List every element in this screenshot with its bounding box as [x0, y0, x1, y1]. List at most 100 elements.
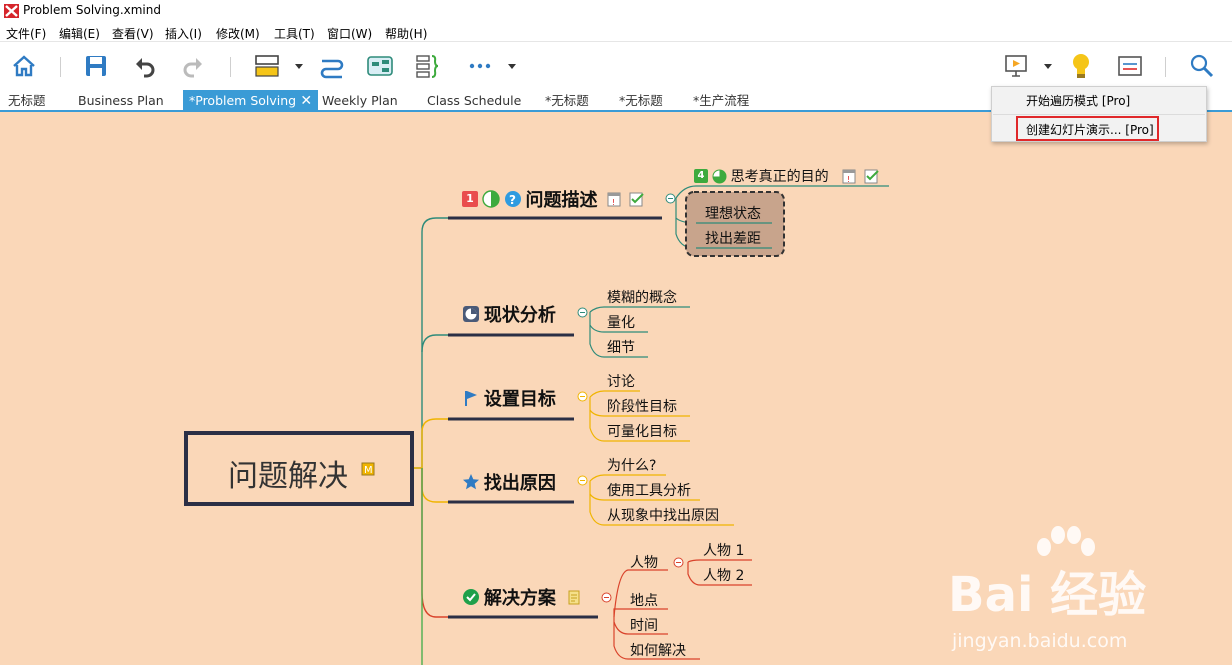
- checklist-icon: [864, 169, 880, 184]
- mindmap-canvas[interactable]: 问题解决 M 1 ? 问题描述 ! 4 思考真正的目的 ! 理想状态 找出差距 …: [0, 112, 1232, 665]
- collapse-icon[interactable]: [577, 391, 588, 402]
- subtopic-how-to-solve[interactable]: 如何解决: [630, 643, 686, 659]
- main-topic-set-goals[interactable]: 设置目标: [462, 385, 556, 411]
- collapse-icon[interactable]: [577, 307, 588, 318]
- progress-icon: [712, 169, 727, 183]
- subtopic-person-1[interactable]: 人物 1: [703, 543, 745, 559]
- collapse-icon[interactable]: [665, 193, 676, 204]
- chevron-down-icon[interactable]: [295, 62, 303, 70]
- menu-divider: [993, 114, 1205, 115]
- tab-label: *Problem Solving: [189, 93, 297, 108]
- task-icon: !: [842, 169, 856, 184]
- menu-item-start-traverse[interactable]: 开始遍历模式 [Pro]: [1026, 94, 1131, 108]
- subtopic-person-2[interactable]: 人物 2: [703, 568, 745, 584]
- tab-class-schedule[interactable]: Class Schedule: [427, 93, 522, 108]
- window-title: Problem Solving.xmind: [23, 3, 161, 17]
- mindmap-connectors: [414, 185, 889, 665]
- menu-edit[interactable]: 编辑(E): [59, 27, 100, 41]
- topic-label: 现状分析: [483, 305, 556, 326]
- title-bar: Problem Solving.xmind: [0, 0, 1232, 22]
- subtopic-quantify[interactable]: 量化: [607, 315, 635, 331]
- menu-bar: 文件(F) 编辑(E) 查看(V) 插入(I) 修改(M) 工具(T) 窗口(W…: [0, 22, 1232, 42]
- toolbar-separator: [1165, 57, 1166, 77]
- topic-label: 解决方案: [483, 588, 556, 609]
- chevron-down-icon[interactable]: [508, 62, 516, 70]
- checklist-icon: [629, 192, 644, 207]
- toolbar-separator: [60, 57, 61, 77]
- toolbar: [0, 43, 1232, 89]
- panel-icon[interactable]: [1115, 51, 1145, 81]
- svg-text:!: !: [612, 198, 615, 207]
- subtopic-people[interactable]: 人物: [630, 555, 658, 571]
- tab-bar: 无标题 Business Plan *Problem Solving ✕ Wee…: [0, 90, 1232, 112]
- boundary-icon[interactable]: [365, 51, 395, 81]
- menu-tools[interactable]: 工具(T): [274, 27, 315, 41]
- subtopic-details[interactable]: 细节: [607, 340, 635, 356]
- subtopic-place[interactable]: 地点: [630, 593, 658, 609]
- menu-insert[interactable]: 插入(I): [165, 27, 202, 41]
- presentation-icon[interactable]: [1001, 51, 1031, 81]
- collapse-icon[interactable]: [673, 557, 684, 568]
- collapse-icon[interactable]: [601, 592, 612, 603]
- home-icon[interactable]: [9, 51, 39, 81]
- check-circle-icon: [463, 589, 479, 605]
- svg-text:!: !: [847, 175, 850, 184]
- main-topic-solutions[interactable]: 解决方案: [462, 584, 580, 610]
- subtopic-discuss[interactable]: 讨论: [607, 374, 635, 390]
- chevron-down-icon[interactable]: [1044, 62, 1052, 70]
- root-topic[interactable]: 问题解决 M: [184, 431, 414, 506]
- redo-icon[interactable]: [178, 51, 208, 81]
- tab-production-flow[interactable]: *生产流程: [693, 93, 750, 108]
- root-topic-label: 问题解决: [228, 459, 348, 494]
- topic-style-icon[interactable]: [252, 51, 282, 81]
- xmind-logo-icon: [4, 4, 19, 18]
- subtopic-think-purpose[interactable]: 4 思考真正的目的 !: [694, 166, 880, 186]
- menu-view[interactable]: 查看(V): [112, 27, 154, 41]
- main-topic-current-analysis[interactable]: 现状分析: [462, 301, 556, 327]
- subtopic-find-root-cause[interactable]: 从现象中找出原因: [607, 508, 719, 524]
- search-icon[interactable]: [1187, 51, 1217, 81]
- subtopic-find-gap[interactable]: 找出差距: [705, 231, 761, 247]
- tab-business-plan[interactable]: Business Plan: [78, 93, 164, 108]
- menu-window[interactable]: 窗口(W): [327, 27, 373, 41]
- subtopic-time[interactable]: 时间: [630, 618, 658, 634]
- undo-icon[interactable]: [130, 51, 160, 81]
- note-marker-icon[interactable]: M: [361, 462, 375, 476]
- priority-4-icon: 4: [694, 169, 708, 183]
- more-icon[interactable]: [465, 51, 495, 81]
- topic-label: 设置目标: [483, 389, 556, 410]
- star-icon: [463, 474, 479, 490]
- subtopic-ideal-state[interactable]: 理想状态: [705, 206, 761, 222]
- save-icon[interactable]: [81, 51, 111, 81]
- menu-help[interactable]: 帮助(H): [385, 27, 428, 41]
- subtopic-measurable-goals[interactable]: 可量化目标: [607, 424, 677, 440]
- main-topic-problem-description[interactable]: 1 ? 问题描述 !: [462, 186, 645, 212]
- tab-untitled-2[interactable]: *无标题: [545, 93, 589, 108]
- toolbar-separator: [230, 57, 231, 77]
- svg-text:?: ?: [509, 193, 516, 207]
- summary-icon[interactable]: [413, 51, 443, 81]
- presentation-dropdown-menu: 开始遍历模式 [Pro] 创建幻灯片演示... [Pro]: [991, 86, 1207, 142]
- priority-1-icon: 1: [462, 191, 478, 207]
- subtopic-use-tools[interactable]: 使用工具分析: [607, 483, 691, 499]
- collapse-icon[interactable]: [577, 475, 588, 486]
- tab-weekly-plan[interactable]: Weekly Plan: [322, 93, 398, 108]
- subtopic-label: 思考真正的目的: [730, 169, 829, 185]
- menu-item-create-slideshow[interactable]: 创建幻灯片演示... [Pro]: [1026, 123, 1154, 137]
- task-icon: !: [607, 192, 621, 207]
- main-topic-find-causes[interactable]: 找出原因: [462, 469, 556, 495]
- menu-modify[interactable]: 修改(M): [216, 27, 260, 41]
- idea-icon[interactable]: [1066, 51, 1096, 81]
- flag-icon: [465, 391, 477, 406]
- menu-file[interactable]: 文件(F): [6, 27, 47, 41]
- progress-half-icon: [482, 190, 500, 208]
- close-icon[interactable]: ✕: [300, 93, 313, 109]
- subtopic-vague-concept[interactable]: 模糊的概念: [607, 290, 677, 306]
- subtopic-phase-goals[interactable]: 阶段性目标: [607, 399, 677, 415]
- tab-untitled-3[interactable]: *无标题: [619, 93, 663, 108]
- tab-untitled-1[interactable]: 无标题: [8, 93, 46, 108]
- topic-label: 问题描述: [525, 190, 598, 211]
- subtopic-why[interactable]: 为什么?: [607, 458, 657, 474]
- relationship-icon[interactable]: [317, 51, 347, 81]
- tab-problem-solving[interactable]: *Problem Solving ✕: [183, 90, 319, 112]
